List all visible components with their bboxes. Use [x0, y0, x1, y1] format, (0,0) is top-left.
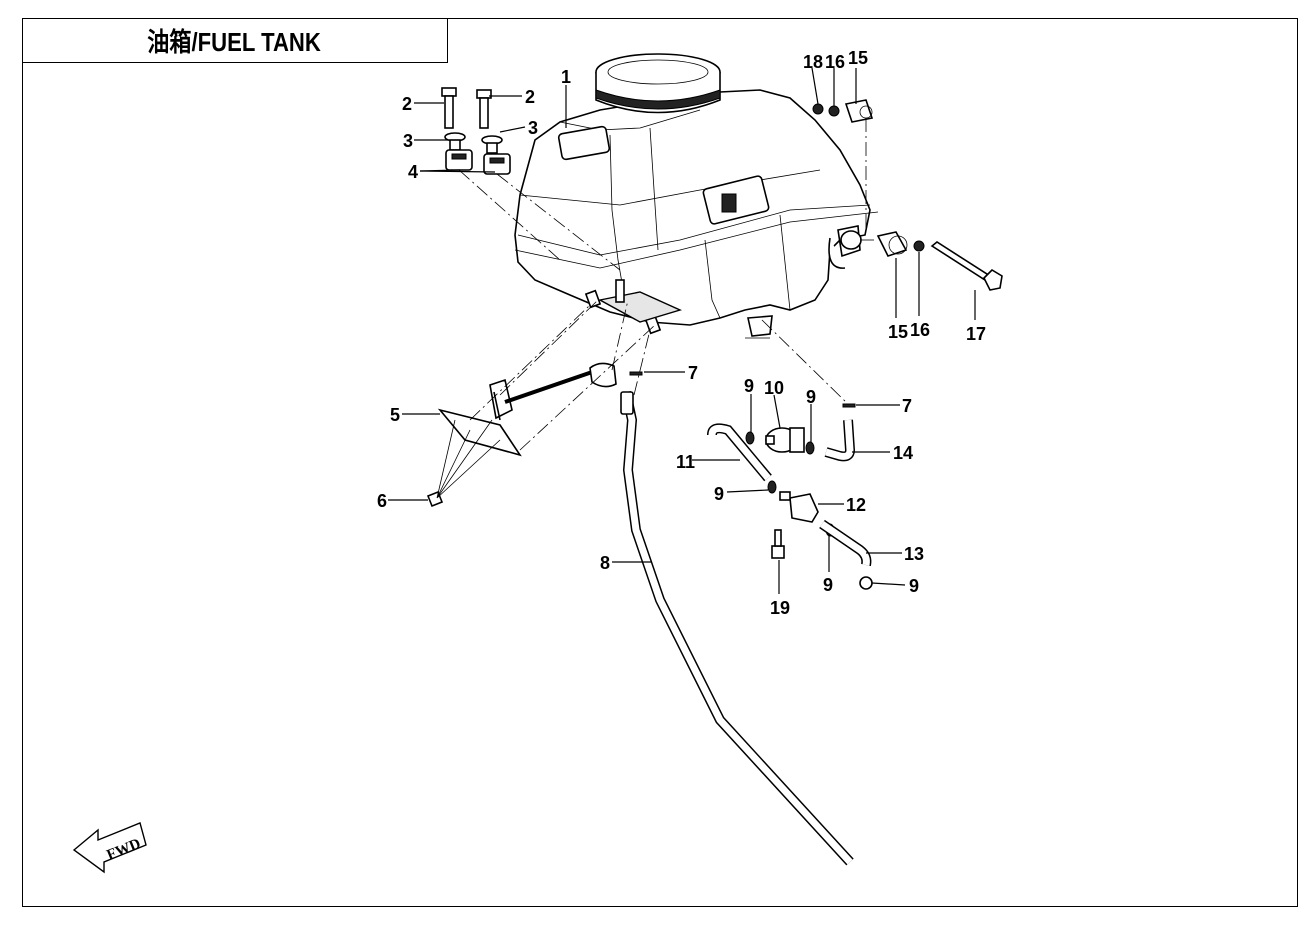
title-block: 油箱/FUEL TANK — [22, 18, 448, 63]
callout-13: 13 — [904, 544, 924, 564]
callout-2-right: 2 — [525, 87, 535, 107]
collar-15-upper — [844, 99, 874, 123]
clip-upper — [629, 371, 643, 376]
leader-lines — [388, 67, 976, 594]
callout-3-left: 3 — [403, 131, 413, 151]
breather-hose — [620, 390, 854, 866]
callout-16-upper: 16 — [825, 52, 845, 72]
callout-11: 11 — [676, 452, 695, 472]
callout-15-lower: 15 — [888, 322, 908, 342]
callout-18: 18 — [803, 52, 823, 72]
callout-7-lower: 7 — [902, 396, 912, 416]
callout-1: 1 — [561, 67, 571, 87]
washer-16-lower — [913, 240, 925, 252]
callout-15-upper: 15 — [848, 48, 868, 68]
callout-16-lower: 16 — [910, 320, 930, 340]
callout-12: 12 — [846, 495, 866, 515]
collar-15-lower — [876, 231, 908, 257]
callout-9-b: 9 — [806, 387, 816, 407]
fuel-pump — [437, 362, 617, 457]
bolt-left — [441, 87, 457, 129]
washer-16-upper — [828, 105, 840, 117]
callout-7-upper: 7 — [688, 363, 698, 383]
bolt-19 — [771, 529, 785, 559]
fuel-filter — [765, 427, 805, 453]
hose-clamps — [745, 431, 873, 590]
fwd-arrow: FWD — [72, 822, 147, 874]
callout-17: 17 — [966, 324, 986, 344]
callout-labels: 1 2 2 3 3 4 5 6 7 7 8 9 9 9 9 9 10 11 12… — [377, 48, 986, 618]
page-title: 油箱/FUEL TANK — [147, 26, 322, 57]
callout-9-d: 9 — [823, 575, 833, 595]
clip-lower — [842, 403, 856, 408]
fuel-fitting-12 — [779, 491, 819, 523]
callout-6: 6 — [377, 491, 387, 511]
callout-9-e: 9 — [909, 576, 919, 596]
callout-10: 10 — [764, 378, 784, 398]
callout-14: 14 — [893, 443, 913, 463]
spacer-left — [449, 139, 461, 151]
callout-19: 19 — [770, 598, 790, 618]
callout-5: 5 — [390, 405, 400, 425]
bolt-right — [476, 89, 492, 129]
bolt-17 — [930, 241, 1003, 291]
grommet-right — [483, 153, 511, 175]
callout-8: 8 — [600, 553, 610, 573]
nut-18 — [812, 103, 824, 115]
callout-2-left: 2 — [402, 94, 412, 114]
callout-9-c: 9 — [714, 484, 724, 504]
fuel-tank — [514, 53, 879, 339]
callout-4: 4 — [408, 162, 418, 182]
drawing-frame — [22, 18, 1298, 907]
fuel-hose-13 — [819, 519, 872, 567]
fuel-hose-14 — [824, 419, 856, 462]
callout-9-a: 9 — [744, 376, 754, 396]
grommet-left — [445, 149, 473, 171]
fuel-hose-11 — [707, 423, 772, 482]
callout-3-right: 3 — [528, 118, 538, 138]
spacer-right — [486, 142, 498, 154]
